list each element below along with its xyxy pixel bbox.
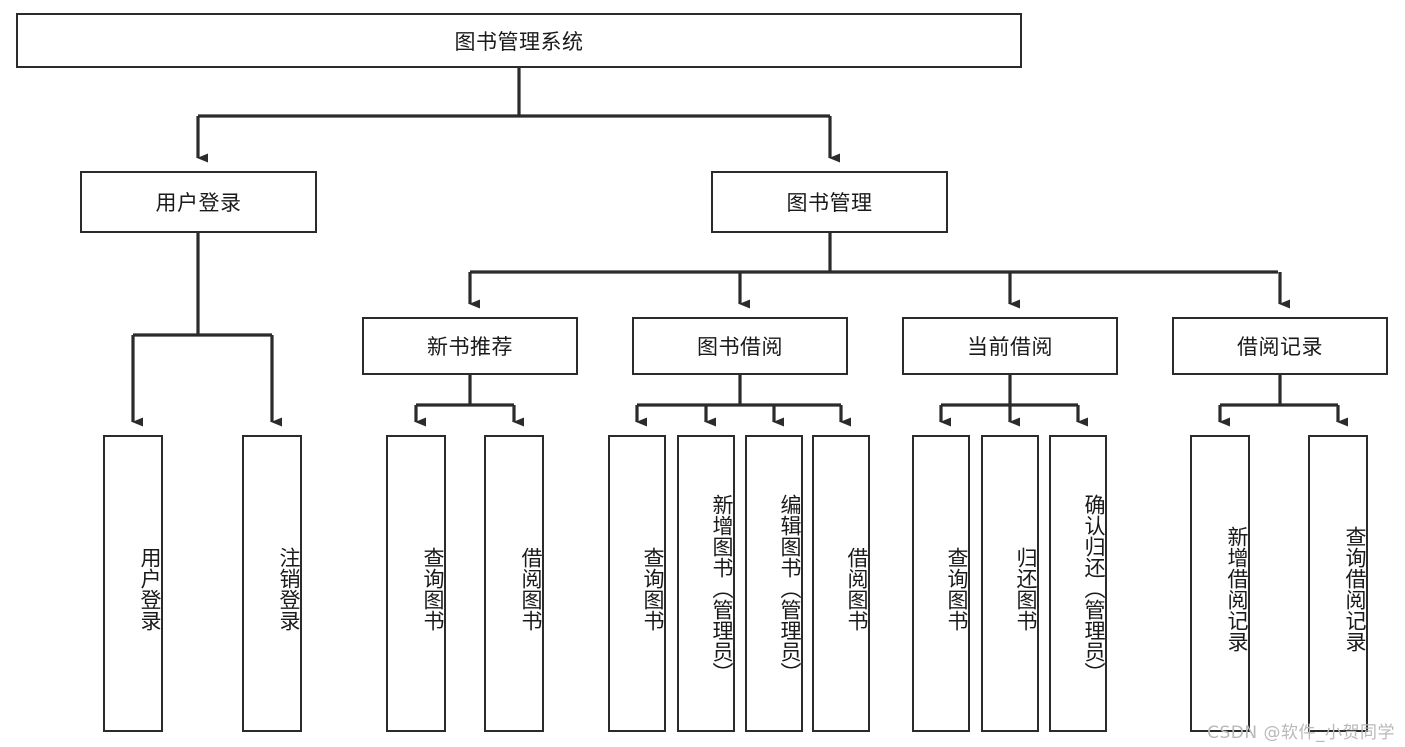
- node-user-login-label: 用户登录: [155, 191, 242, 215]
- node-current-borrow-label: 当前借阅: [967, 335, 1053, 359]
- leaf-add-book-admin-label: 新增图书（管理员）: [710, 494, 734, 683]
- node-current-borrow[interactable]: 当前借阅: [902, 317, 1118, 375]
- leaf-user-login[interactable]: 用户登录: [103, 435, 163, 732]
- leaf-confirm-return-admin[interactable]: 确认归还（管理员）: [1049, 435, 1107, 732]
- leaf-borrow-book-recommend[interactable]: 借阅图书: [484, 435, 544, 732]
- node-new-book-recommend[interactable]: 新书推荐: [362, 317, 578, 375]
- node-book-management[interactable]: 图书管理: [711, 171, 948, 233]
- node-book-management-label: 图书管理: [786, 191, 873, 215]
- node-new-book-recommend-label: 新书推荐: [427, 335, 513, 359]
- leaf-query-book-borrow-label: 查询图书: [641, 546, 665, 631]
- node-borrow-records-label: 借阅记录: [1237, 335, 1323, 359]
- leaf-query-book-current-label: 查询图书: [945, 546, 969, 631]
- leaf-add-borrow-record[interactable]: 新增借阅记录: [1190, 435, 1250, 732]
- leaf-edit-book-admin-label: 编辑图书（管理员）: [778, 494, 802, 683]
- leaf-edit-book-admin[interactable]: 编辑图书（管理员）: [745, 435, 803, 732]
- node-root-label: 图书管理系统: [454, 29, 584, 54]
- node-book-borrow[interactable]: 图书借阅: [632, 317, 848, 375]
- leaf-add-borrow-record-label: 新增借阅记录: [1225, 525, 1249, 652]
- leaf-logout-label: 注销登录: [277, 546, 301, 631]
- leaf-query-book-recommend-label: 查询图书: [421, 546, 445, 631]
- node-book-borrow-label: 图书借阅: [697, 335, 783, 359]
- leaf-user-login-label: 用户登录: [138, 546, 162, 631]
- leaf-return-book[interactable]: 归还图书: [981, 435, 1039, 732]
- leaf-return-book-label: 归还图书: [1014, 546, 1038, 631]
- leaf-query-book-recommend[interactable]: 查询图书: [386, 435, 446, 732]
- node-user-login[interactable]: 用户登录: [80, 171, 317, 233]
- node-root[interactable]: 图书管理系统: [16, 13, 1022, 68]
- leaf-add-book-admin[interactable]: 新增图书（管理员）: [677, 435, 735, 732]
- leaf-borrow-book-recommend-label: 借阅图书: [519, 546, 543, 631]
- leaf-borrow-book[interactable]: 借阅图书: [812, 435, 870, 732]
- leaf-query-book-current[interactable]: 查询图书: [912, 435, 970, 732]
- leaf-logout[interactable]: 注销登录: [242, 435, 302, 732]
- leaf-query-book-borrow[interactable]: 查询图书: [608, 435, 666, 732]
- leaf-borrow-book-label: 借阅图书: [845, 546, 869, 631]
- leaf-query-borrow-record[interactable]: 查询借阅记录: [1308, 435, 1368, 732]
- leaf-query-borrow-record-label: 查询借阅记录: [1343, 525, 1367, 652]
- node-borrow-records[interactable]: 借阅记录: [1172, 317, 1388, 375]
- leaf-confirm-return-admin-label: 确认归还（管理员）: [1082, 494, 1106, 683]
